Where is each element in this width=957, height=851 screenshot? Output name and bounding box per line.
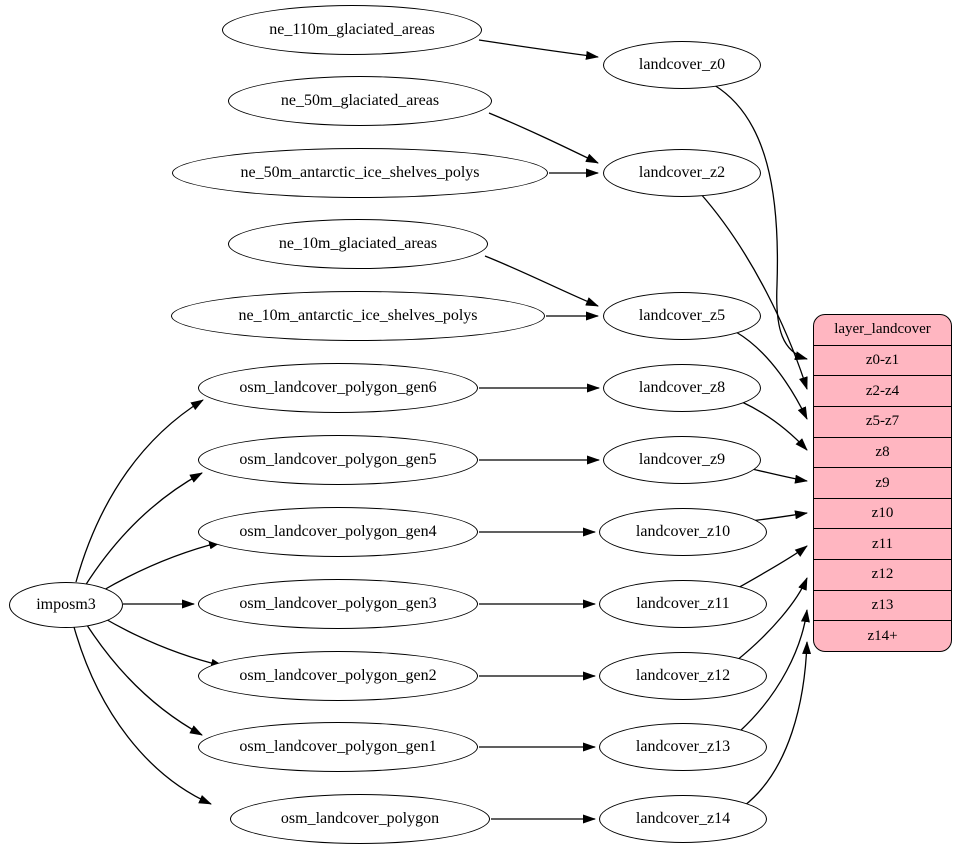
node-layer-landcover: layer_landcover z0-z1 z2-z4 z5-z7 z8 z9 … <box>813 314 952 652</box>
node-label: landcover_z9 <box>638 451 726 468</box>
node-label: ne_50m_antarctic_ice_shelves_polys <box>240 164 480 181</box>
node-landcover-z11: landcover_z11 <box>599 580 767 628</box>
node-ne-10m-antarctic-ice-shelves-polys: ne_10m_antarctic_ice_shelves_polys <box>171 291 545 341</box>
edge-imposm3--osm_landcover_polygon <box>73 626 212 805</box>
node-landcover-z12: landcover_z12 <box>599 652 767 700</box>
node-ne-50m-glaciated-areas: ne_50m_glaciated_areas <box>228 76 492 126</box>
record-row-z12: z12 <box>814 559 951 590</box>
node-osm-landcover-polygon: osm_landcover_polygon <box>230 794 490 844</box>
node-label: landcover_z13 <box>635 738 731 755</box>
node-landcover-z10: landcover_z10 <box>599 508 767 556</box>
node-ne-10m-glaciated-areas: ne_10m_glaciated_areas <box>228 219 488 269</box>
edge-imposm3--osm_landcover_polygon_gen5 <box>84 472 203 587</box>
record-row-z5-z7: z5-z7 <box>814 405 951 437</box>
edge-landcover_z9--row-z9 <box>751 468 808 484</box>
edge-landcover_z5--row-z5-z7 <box>735 331 808 420</box>
edge-imposm3--osm_landcover_polygon_gen1 <box>84 621 203 736</box>
edge-landcover_z12--row-z12 <box>735 577 808 662</box>
edge-landcover_z10--row-z10 <box>749 510 808 522</box>
edge-ne_50m_glaciated_areas--landcover_z2 <box>488 112 599 164</box>
node-imposm3: imposm3 <box>9 582 123 628</box>
node-label: osm_landcover_polygon_gen2 <box>239 667 437 684</box>
node-label: osm_landcover_polygon_gen5 <box>239 451 437 468</box>
record-row-z0-z1: z0-z1 <box>814 344 951 376</box>
node-label: ne_110m_glaciated_areas <box>269 21 435 38</box>
node-label: landcover_z0 <box>638 56 726 73</box>
edge-landcover_z11--row-z11 <box>735 545 808 590</box>
record-row-z14plus: z14+ <box>814 620 951 651</box>
node-landcover-z8: landcover_z8 <box>603 364 761 412</box>
node-label: landcover_z2 <box>638 164 726 181</box>
node-label: landcover_z12 <box>635 667 731 684</box>
node-label: ne_10m_glaciated_areas <box>278 235 438 252</box>
edge-ne_110m_glaciated_areas--landcover_z0 <box>478 39 599 60</box>
node-osm-landcover-polygon-gen4: osm_landcover_polygon_gen4 <box>198 507 478 557</box>
record-row-z13: z13 <box>814 589 951 621</box>
node-label: osm_landcover_polygon <box>280 810 440 827</box>
node-osm-landcover-polygon-gen5: osm_landcover_polygon_gen5 <box>198 435 478 485</box>
node-osm-landcover-polygon-gen2: osm_landcover_polygon_gen2 <box>198 651 478 701</box>
record-row-z10: z10 <box>814 497 951 529</box>
edge-landcover_z2--row-z2-z4 <box>699 192 808 390</box>
node-ne-50m-antarctic-ice-shelves-polys: ne_50m_antarctic_ice_shelves_polys <box>172 148 548 198</box>
edge-imposm3--osm_landcover_polygon_gen4 <box>101 540 222 592</box>
edge-imposm3--osm_landcover_polygon_gen2 <box>101 616 224 668</box>
node-osm-landcover-polygon-gen6: osm_landcover_polygon_gen6 <box>198 363 478 413</box>
node-label: landcover_z14 <box>635 810 731 827</box>
edge-landcover_z14--row-z14 <box>743 641 812 807</box>
node-landcover-z5: landcover_z5 <box>603 292 761 340</box>
node-label: osm_landcover_polygon_gen1 <box>239 738 437 755</box>
record-row-z8: z8 <box>814 436 951 468</box>
record-title: layer_landcover <box>834 321 931 338</box>
node-label: landcover_z8 <box>638 379 726 396</box>
record-row-z2-z4: z2-z4 <box>814 375 951 406</box>
node-label: osm_landcover_polygon_gen3 <box>239 595 437 612</box>
node-landcover-z14: landcover_z14 <box>599 795 767 843</box>
node-label: ne_50m_glaciated_areas <box>280 92 440 109</box>
edge-landcover_z0--row-z0-z1 <box>713 84 808 360</box>
node-landcover-z9: landcover_z9 <box>603 436 761 484</box>
node-osm-landcover-polygon-gen3: osm_landcover_polygon_gen3 <box>198 579 478 629</box>
node-label: osm_landcover_polygon_gen6 <box>239 379 437 396</box>
node-landcover-z13: landcover_z13 <box>599 723 767 771</box>
node-label: landcover_z11 <box>636 595 730 612</box>
node-label: landcover_z10 <box>635 523 731 540</box>
edge-landcover_z8--row-z8 <box>741 401 808 451</box>
node-landcover-z0: landcover_z0 <box>603 41 761 89</box>
record-row-z9: z9 <box>814 467 951 498</box>
edge-ne_10m_glaciated_areas--landcover_z5 <box>484 255 599 307</box>
node-landcover-z2: landcover_z2 <box>603 149 761 197</box>
edge-landcover_z13--row-z13 <box>739 609 810 732</box>
record-row-z11: z11 <box>814 528 951 559</box>
node-label: ne_10m_antarctic_ice_shelves_polys <box>238 307 478 324</box>
edge-imposm3--osm_landcover_polygon_gen6 <box>75 399 204 583</box>
node-ne-110m-glaciated-areas: ne_110m_glaciated_areas <box>222 5 482 55</box>
node-label: osm_landcover_polygon_gen4 <box>239 523 437 540</box>
node-label: landcover_z5 <box>638 307 726 324</box>
node-imposm3-label: imposm3 <box>36 596 96 613</box>
node-osm-landcover-polygon-gen1: osm_landcover_polygon_gen1 <box>198 722 478 772</box>
